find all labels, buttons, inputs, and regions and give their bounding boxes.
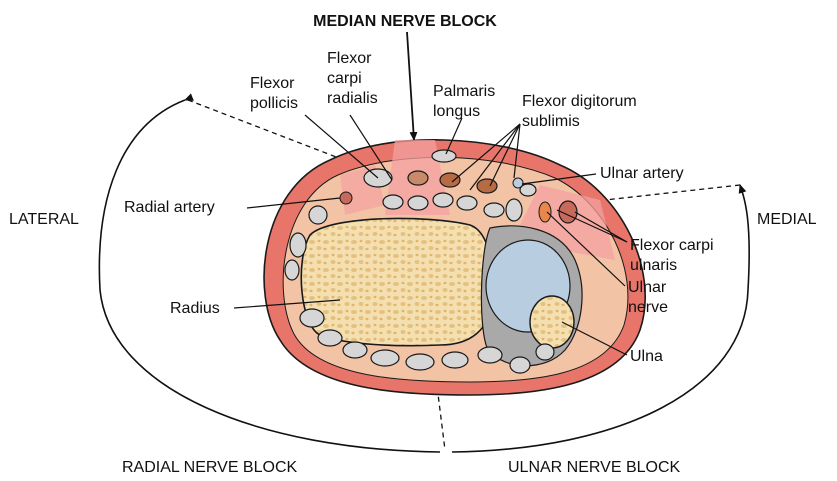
- ulna-bone: [530, 296, 574, 348]
- radial-nerve-block-label: RADIAL NERVE BLOCK: [122, 459, 298, 476]
- radius-label: Radius: [170, 300, 220, 317]
- flexor-pollicis-label: Flexor pollicis: [250, 75, 299, 112]
- flexor-digitorum-sublimis-label: Flexor digitorum sublimis: [522, 93, 641, 130]
- ulnar-nerve-block-label: ULNAR NERVE BLOCK: [508, 459, 681, 476]
- palmaris-longus-label: Palmaris longus: [433, 83, 500, 120]
- median-arrow: [407, 32, 414, 140]
- ulna-label: Ulna: [630, 348, 663, 365]
- median-nerve-block-title: MEDIAN NERVE BLOCK: [313, 13, 497, 30]
- flexor-carpi-radialis-label: Flexor carpi radialis: [327, 50, 378, 107]
- flexor-carpi-ulnaris-label: Flexor carpi ulnaris: [630, 237, 718, 274]
- wrist-cross-section: [264, 140, 645, 395]
- radius-bone: [301, 218, 493, 345]
- radial-artery-label: Radial artery: [124, 199, 215, 216]
- ulnar-artery-label: Ulnar artery: [600, 165, 684, 182]
- lateral-label: LATERAL: [9, 211, 79, 228]
- medial-label: MEDIAL: [757, 211, 817, 228]
